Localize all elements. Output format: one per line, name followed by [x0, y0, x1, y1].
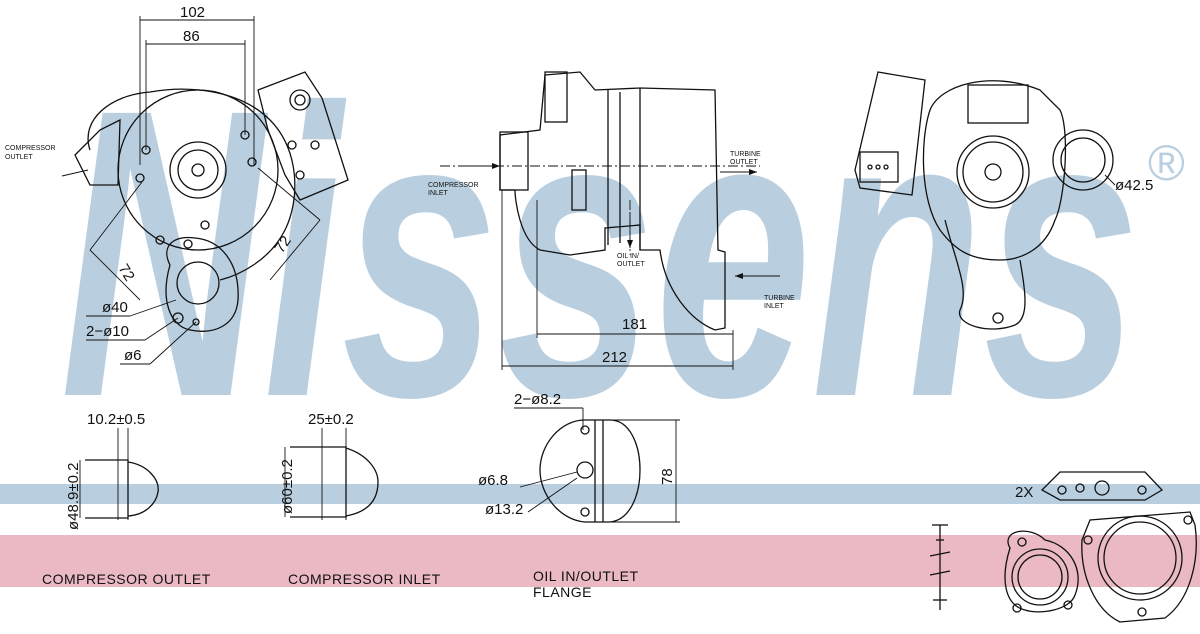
rear-view: ø42.5	[854, 71, 1153, 330]
dim-inlet-length: 25±0.2	[308, 411, 354, 428]
caption-oil-flange-2: FLANGE	[533, 584, 592, 600]
dim-72-right: 72	[271, 233, 294, 256]
caption-compressor-outlet: COMPRESSOR OUTLET	[42, 571, 211, 587]
dim-2xø10: 2−ø10	[86, 323, 129, 340]
label-turbine-inlet-2: INLET	[764, 303, 785, 310]
caption-compressor-inlet: COMPRESSOR INLET	[288, 571, 441, 587]
label-oil-1: OIL IN/	[617, 253, 639, 260]
dim-212: 212	[602, 349, 627, 366]
dim-inlet-dia: ø60±0.2	[279, 459, 296, 514]
dim-oil-ø6-8: ø6.8	[478, 472, 508, 489]
dim-oil-ø13-2: ø13.2	[485, 501, 523, 518]
dim-oil-holes: 2−ø8.2	[514, 391, 561, 408]
detail-compressor-outlet: 10.2±0.5 ø48.9±0.2 COMPRESSOR OUTLET	[42, 411, 211, 587]
registered-mark: ®	[1148, 135, 1185, 191]
blue-band	[0, 484, 1200, 504]
label-compressor-inlet-1: COMPRESSOR	[428, 182, 479, 189]
label-oil-2: OUTLET	[617, 261, 645, 268]
dim-outlet-length: 10.2±0.5	[87, 411, 145, 428]
dim-ø42-5: ø42.5	[1115, 177, 1153, 194]
label-turbine-outlet-1: TURBINE	[730, 151, 761, 158]
gasket-qty: 2X	[1015, 484, 1033, 501]
label-turbine-inlet-1: TURBINE	[764, 295, 795, 302]
dim-ø6: ø6	[124, 347, 142, 364]
dim-181: 181	[622, 316, 647, 333]
label-compressor-outlet-1: COMPRESSOR	[5, 145, 56, 152]
watermark-text: Nissens	[60, 24, 1140, 482]
side-view: COMPRESSOR INLET TURBINE OUTLET OIL IN/ …	[428, 71, 795, 370]
dim-102: 102	[180, 4, 205, 21]
label-compressor-inlet-2: INLET	[428, 190, 449, 197]
dim-oil-78: 78	[659, 468, 676, 485]
detail-oil-flange: 2−ø8.2 78 ø6.8 ø13.2 OIL IN/OUTLET FLANG…	[478, 391, 680, 600]
label-compressor-outlet-2: OUTLET	[5, 154, 33, 161]
dim-outlet-dia: ø48.9±0.2	[65, 463, 82, 530]
label-turbine-outlet-2: OUTLET	[730, 159, 758, 166]
caption-oil-flange-1: OIL IN/OUTLET	[533, 568, 639, 584]
dim-ø40: ø40	[102, 299, 128, 316]
front-view: 102 86 72 72	[5, 4, 349, 365]
pink-band	[0, 535, 1200, 587]
dim-86: 86	[183, 28, 200, 45]
dim-72-left: 72	[115, 261, 138, 284]
detail-gaskets: 2X	[929, 471, 1197, 623]
detail-compressor-inlet: 25±0.2 ø60±0.2 COMPRESSOR INLET	[279, 411, 441, 587]
